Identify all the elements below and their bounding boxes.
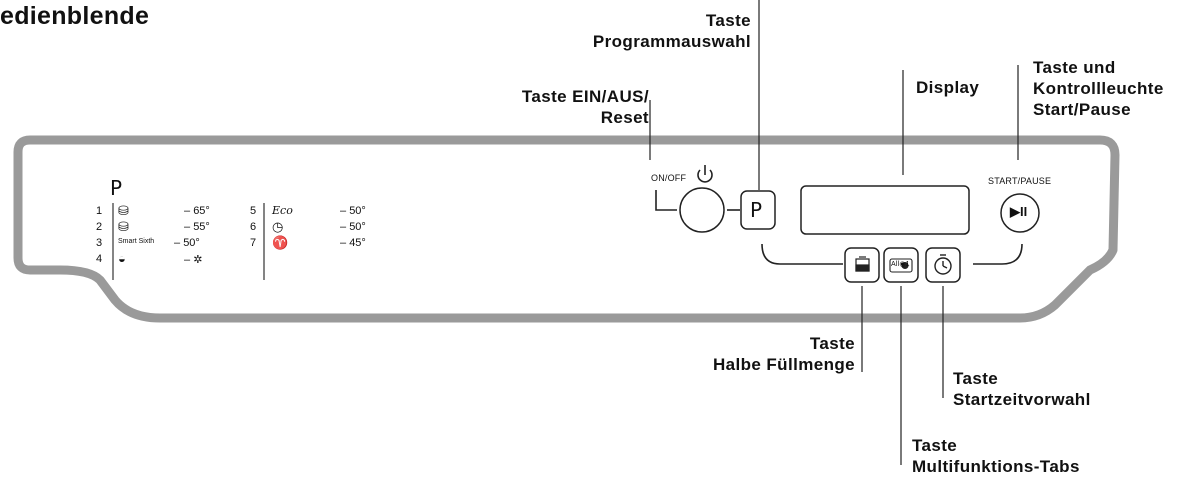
bowl-icon: ◒ bbox=[118, 251, 126, 266]
pots-icon: ⛁ bbox=[118, 219, 129, 234]
program-button bbox=[740, 190, 776, 230]
program-number: 3 bbox=[96, 237, 103, 249]
program-row: 7 ♈ – 45° bbox=[250, 235, 366, 250]
quick-icon: ◷ bbox=[272, 219, 284, 234]
glass-icon: ♈ bbox=[272, 235, 289, 250]
program-number: 4 bbox=[96, 253, 103, 265]
section-heading: edienblende bbox=[0, 2, 150, 30]
multitab-button bbox=[883, 247, 919, 283]
program-number: 5 bbox=[250, 205, 257, 217]
program-number: 7 bbox=[250, 237, 257, 249]
multitab-icon bbox=[889, 258, 913, 273]
callout-halbe-fuellmenge: Taste Halbe Füllmenge bbox=[712, 334, 855, 374]
program-row: 3 Smart Sixth – 50° bbox=[96, 237, 200, 249]
program-number: 1 bbox=[96, 205, 103, 217]
program-row: 6 ◷ – 50° bbox=[250, 219, 366, 234]
program-number: 2 bbox=[96, 221, 103, 233]
callout-startzeitvorwahl: Taste Startzeitvorwahl bbox=[953, 369, 1091, 409]
callout-start-pause: Taste und Kontrollleuchte Start/Pause bbox=[1033, 58, 1164, 119]
start-pause-label: START/PAUSE bbox=[988, 176, 1052, 186]
program-row: 1 ⛁ – 65° bbox=[96, 203, 210, 218]
power-icon bbox=[697, 165, 713, 183]
program-number: 6 bbox=[250, 221, 257, 233]
multitab-label: All◉1 bbox=[891, 261, 910, 268]
pot-icon: ⛁ bbox=[118, 203, 129, 218]
program-row: 4 ◒ – ✲ bbox=[96, 251, 203, 266]
program-temp: 55° bbox=[193, 221, 210, 233]
display bbox=[800, 185, 970, 235]
program-temp: 50° bbox=[183, 237, 200, 249]
onoff-label: ON/OFF bbox=[651, 173, 687, 183]
program-temp: 50° bbox=[349, 221, 366, 233]
start-pause-button bbox=[1000, 193, 1040, 233]
program-temp: 50° bbox=[349, 205, 366, 217]
program-button-label[interactable]: P bbox=[750, 198, 763, 222]
program-temp: 45° bbox=[349, 237, 366, 249]
timer-icon bbox=[934, 254, 952, 275]
callout-display: Display bbox=[916, 78, 980, 97]
half-load-icon bbox=[855, 256, 870, 272]
snowflake-icon: ✲ bbox=[193, 254, 203, 266]
program-temp: 65° bbox=[193, 205, 210, 217]
eco-icon: Eco bbox=[272, 204, 293, 217]
start-pause-symbol[interactable]: ▶II bbox=[1010, 204, 1028, 219]
smart-sixth-label: Smart Sixth bbox=[118, 238, 155, 245]
callout-programmauswahl: Taste Programmauswahl bbox=[592, 11, 751, 51]
panel-outline bbox=[13, 135, 1120, 323]
onoff-button bbox=[679, 187, 725, 233]
program-row: 2 ⛁ – 55° bbox=[96, 219, 210, 234]
program-title: P bbox=[110, 176, 123, 200]
program-row: 5 Eco – 50° bbox=[250, 204, 366, 217]
callout-multifunktions-tabs: Taste Multifunktions-Tabs bbox=[912, 436, 1080, 476]
callout-ein-aus-reset: Taste EIN/AUS/ Reset bbox=[521, 87, 649, 127]
